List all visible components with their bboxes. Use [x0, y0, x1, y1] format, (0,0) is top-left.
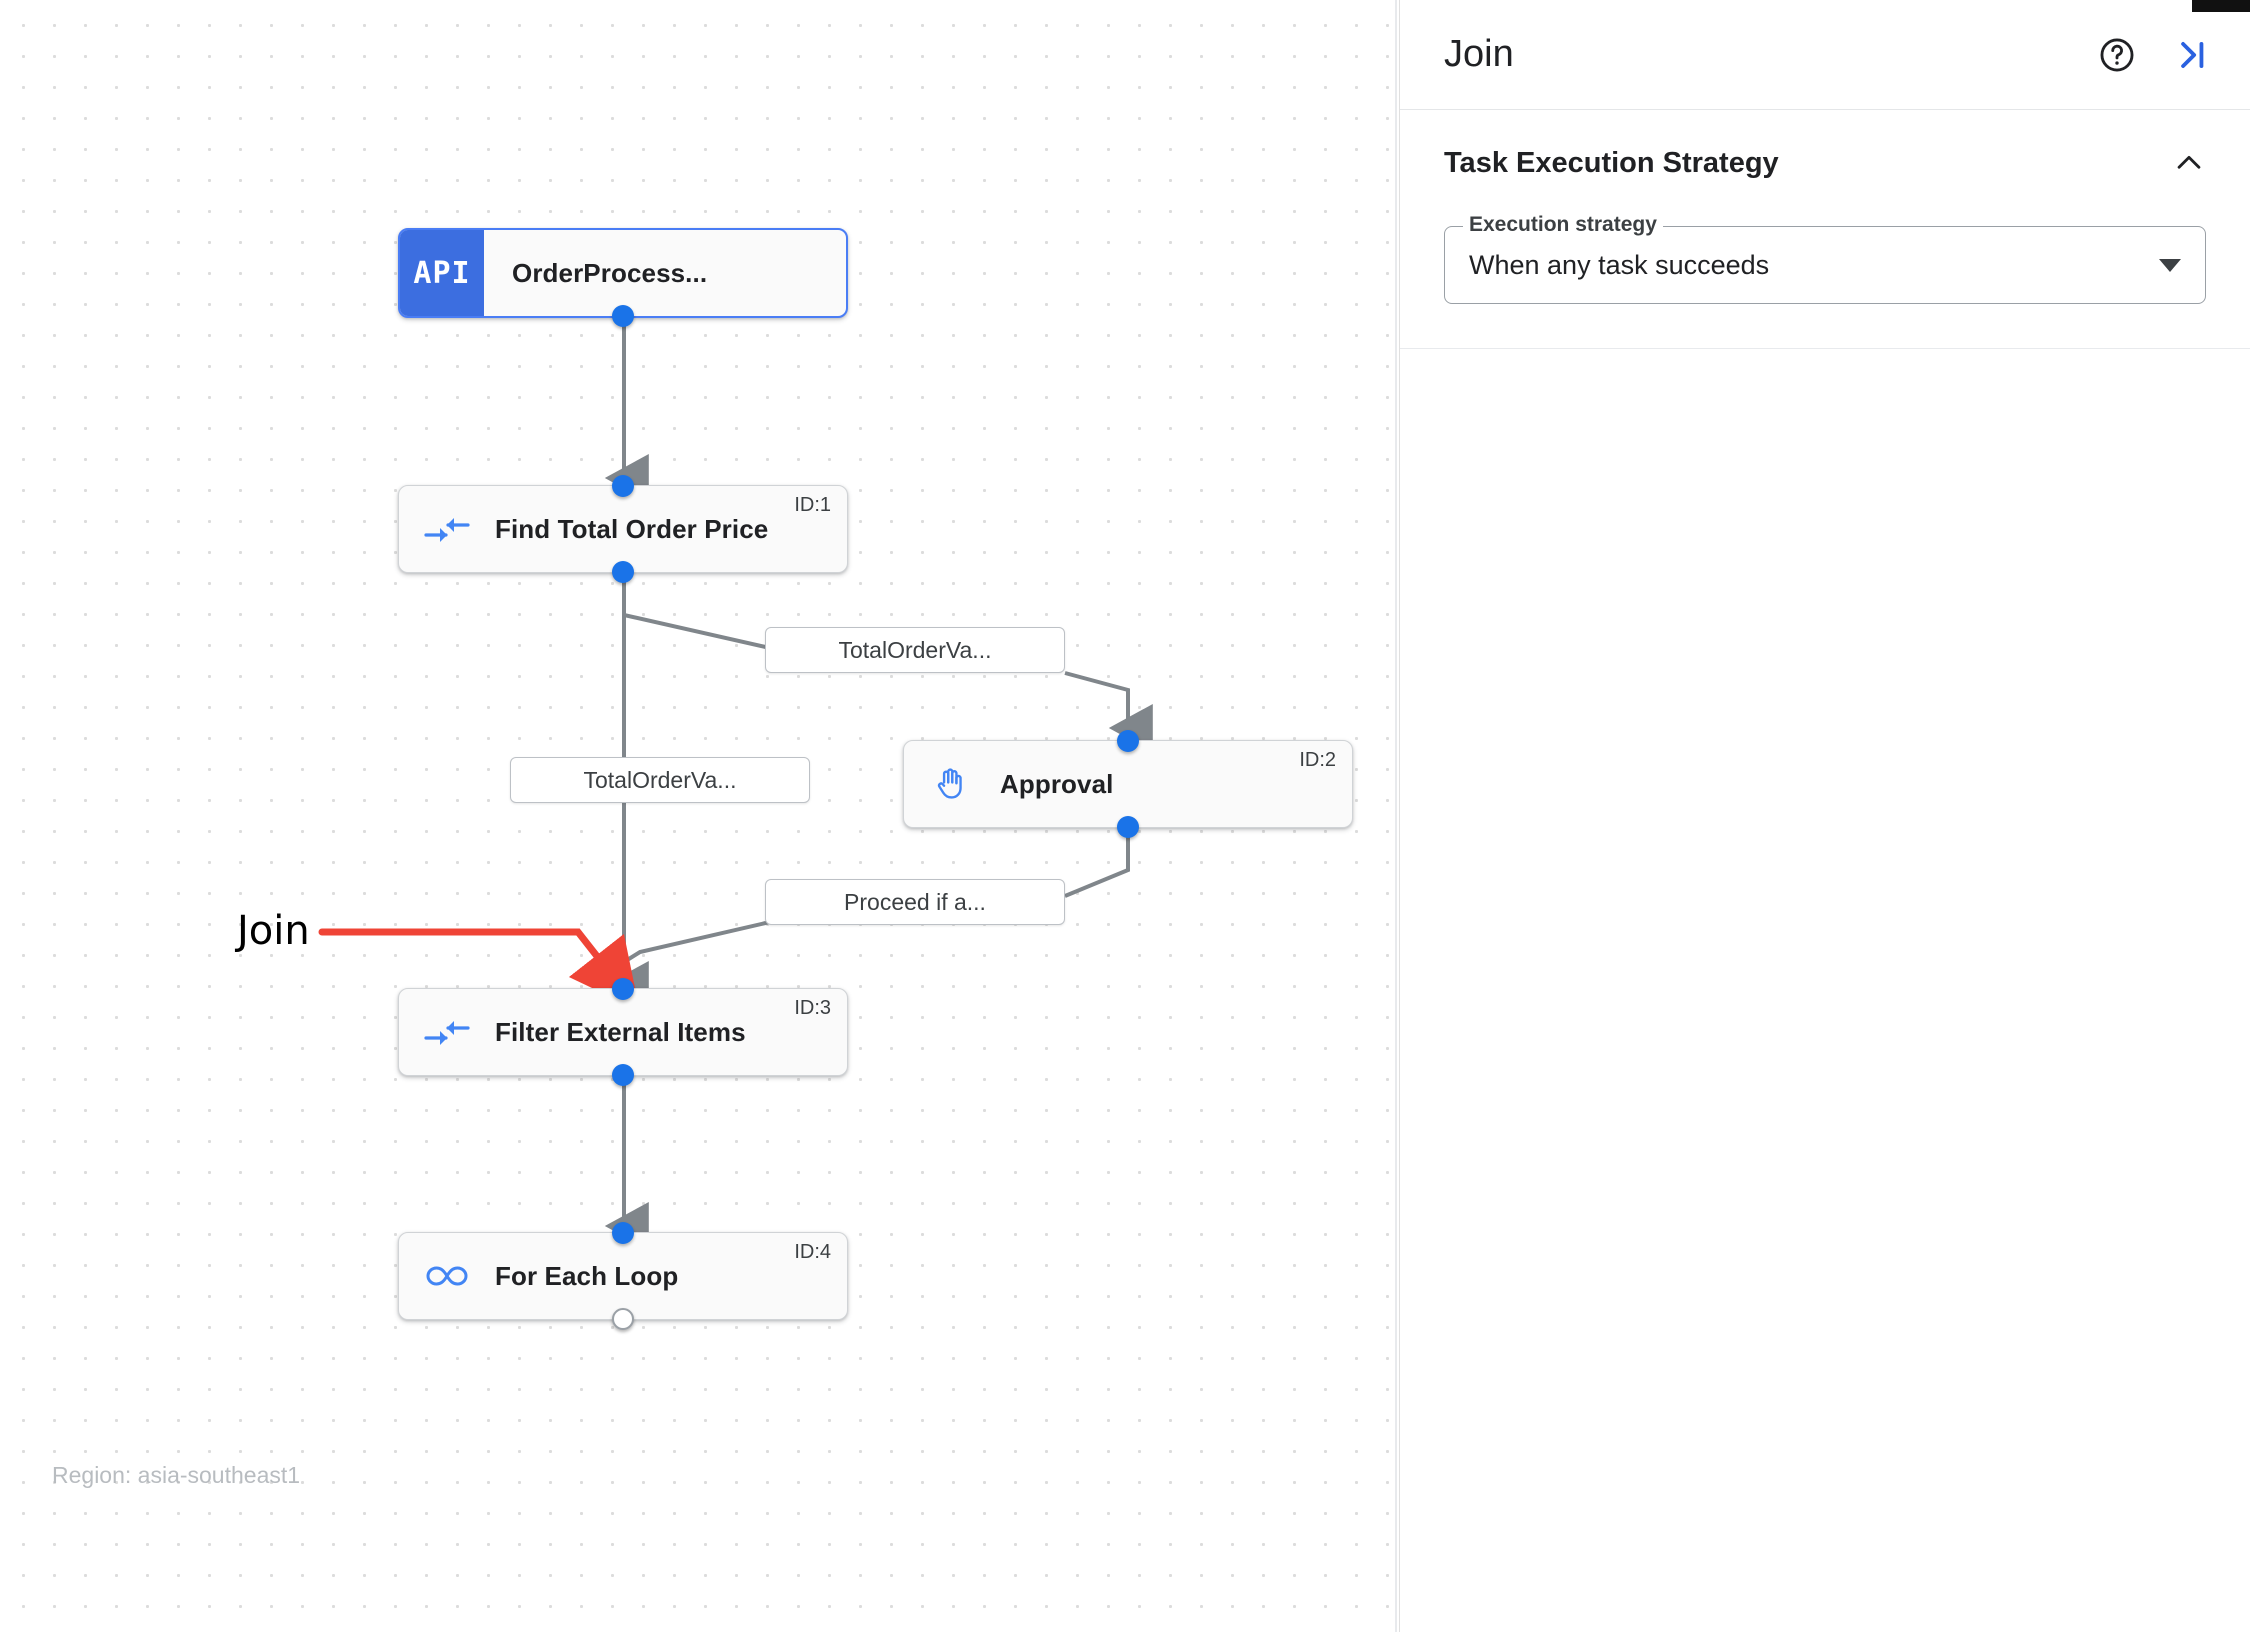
region-label: Region: asia-southeast1	[52, 1462, 301, 1488]
merge-arrows-icon	[399, 989, 495, 1075]
properties-panel: Join Task Execution Strategy	[1399, 0, 2250, 1632]
node-filter-external-items[interactable]: Filter External Items ID:3	[398, 978, 848, 1086]
execution-strategy-label: Execution strategy	[1463, 214, 1663, 236]
node-order-process[interactable]: API OrderProcess...	[398, 228, 848, 327]
section-title: Task Execution Strategy	[1444, 146, 1779, 179]
node-id-badge: ID:3	[794, 997, 831, 1019]
input-port[interactable]	[612, 978, 634, 1000]
edge-label-text: TotalOrderVa...	[583, 766, 737, 793]
collapse-panel-icon[interactable]	[2172, 36, 2210, 74]
output-port[interactable]	[612, 561, 634, 583]
node-id-badge: ID:2	[1299, 749, 1336, 771]
node-title: Approval	[1000, 768, 1114, 799]
panel-title: Join	[1444, 33, 1514, 75]
output-port[interactable]	[1117, 816, 1139, 838]
input-port[interactable]	[612, 475, 634, 497]
output-port[interactable]	[612, 305, 634, 327]
node-id-badge: ID:4	[794, 1241, 831, 1263]
edge-label-proceed-if-approved[interactable]: Proceed if a...	[765, 879, 1065, 925]
node-title: Filter External Items	[495, 1016, 746, 1047]
node-approval[interactable]: Approval ID:2	[903, 730, 1353, 838]
api-badge-icon: API	[400, 230, 484, 316]
node-title: Find Total Order Price	[495, 513, 769, 544]
node-id-badge: ID:1	[794, 494, 831, 516]
edge-label-text: Proceed if a...	[844, 888, 986, 915]
flow-edges	[318, 325, 1153, 1250]
panel-header: Join	[1400, 0, 2250, 110]
top-right-strip	[2192, 0, 2250, 12]
caret-down-icon[interactable]	[2159, 258, 2181, 272]
loop-output-port[interactable]	[612, 1308, 634, 1330]
execution-strategy-select[interactable]: Execution strategy When any task succeed…	[1444, 214, 2206, 304]
infinity-icon	[399, 1233, 495, 1319]
merge-arrows-icon	[399, 486, 495, 572]
section-header[interactable]: Task Execution Strategy	[1444, 146, 2206, 180]
workflow-canvas[interactable]: API OrderProcess... Find Total Order Pri…	[0, 0, 1397, 1632]
help-circle-icon[interactable]	[2098, 36, 2136, 74]
edge-label-total-order-value-1[interactable]: TotalOrderVa...	[765, 627, 1065, 673]
execution-strategy-value: When any task succeeds	[1469, 249, 1770, 280]
node-title: For Each Loop	[495, 1260, 679, 1291]
annotation-join-label: Join	[237, 908, 310, 954]
chevron-up-icon[interactable]	[2172, 146, 2206, 180]
node-find-total-order-price[interactable]: Find Total Order Price ID:1	[398, 475, 848, 583]
input-port[interactable]	[612, 1222, 634, 1244]
edge-label-text: TotalOrderVa...	[838, 636, 992, 663]
edge-label-total-order-value-2[interactable]: TotalOrderVa...	[510, 757, 810, 803]
node-for-each-loop[interactable]: For Each Loop ID:4	[398, 1222, 848, 1330]
output-port[interactable]	[612, 1064, 634, 1086]
node-title: OrderProcess...	[512, 257, 708, 288]
hand-icon	[904, 741, 1000, 827]
task-execution-strategy-section: Task Execution Strategy Execution strate…	[1400, 110, 2250, 349]
input-port[interactable]	[1117, 730, 1139, 752]
